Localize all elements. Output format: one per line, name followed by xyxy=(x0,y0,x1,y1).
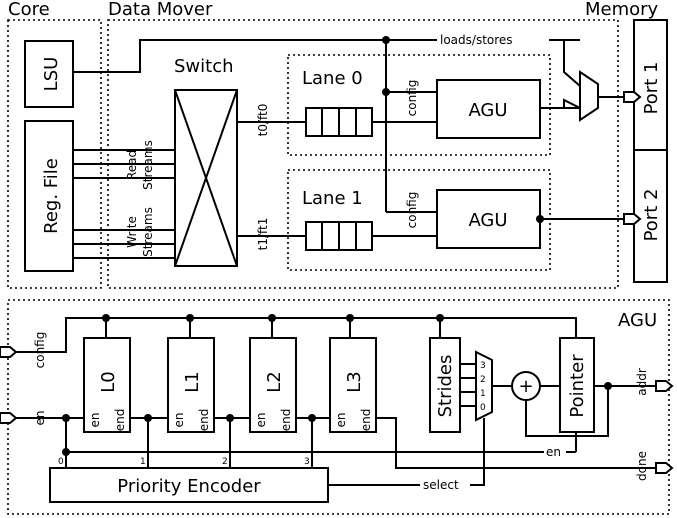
lane1-agu-label: AGU xyxy=(468,210,507,231)
agu-detail-title: AGU xyxy=(618,310,657,331)
reg-file-block xyxy=(24,120,74,272)
loop-block-l1 xyxy=(167,337,215,433)
lane0-title: Lane 0 xyxy=(302,68,363,89)
data-mover-region xyxy=(107,19,619,289)
svg-text:end: end xyxy=(359,409,373,432)
core-title: Core xyxy=(8,0,50,20)
loop-label-l1: L1 xyxy=(182,371,203,392)
port2-arrow xyxy=(623,213,642,225)
lane0-region xyxy=(287,54,551,156)
loop-block-l2 xyxy=(249,337,297,433)
lane1-agu xyxy=(436,189,541,249)
port1-label: Port 1 xyxy=(641,62,662,115)
lane0-config-label: config xyxy=(405,80,419,117)
memory-title: Memory xyxy=(585,0,659,20)
svg-text:1: 1 xyxy=(480,389,486,399)
t1-label: t1/ft1 xyxy=(256,218,270,251)
pointer-en-label: en xyxy=(546,445,561,459)
data-mover-title: Data Mover xyxy=(108,0,213,20)
done-label: done xyxy=(635,451,649,481)
read-streams-label-1: Read xyxy=(125,150,139,180)
write-streams-label-2: Streams xyxy=(141,207,155,257)
lane1-config-label: config xyxy=(405,192,419,229)
svg-text:en: en xyxy=(334,413,348,428)
svg-text:end: end xyxy=(197,409,211,432)
write-streams-label-1: Write xyxy=(125,216,139,248)
adder-label: + xyxy=(518,376,533,397)
select-label: select xyxy=(423,478,459,492)
loop-label-l3: L3 xyxy=(344,371,365,392)
t0-label: t0/ft0 xyxy=(256,104,270,137)
loop-block-l0 xyxy=(83,337,131,433)
svg-text:en: en xyxy=(254,413,268,428)
config-input-port xyxy=(0,346,18,358)
lsu-label: LSU xyxy=(41,57,62,92)
svg-text:1: 1 xyxy=(140,457,146,467)
port1-arrow xyxy=(623,91,642,103)
lsu-block xyxy=(24,40,74,108)
strides-block xyxy=(429,337,461,433)
loop-label-l2: L2 xyxy=(264,371,285,392)
priority-encoder-block xyxy=(49,467,329,503)
pointer-label: Pointer xyxy=(567,354,588,418)
svg-text:3: 3 xyxy=(480,361,486,371)
agu-detail-region xyxy=(7,299,670,515)
svg-text:end: end xyxy=(113,409,127,432)
svg-text:en: en xyxy=(88,413,102,428)
svg-text:2: 2 xyxy=(222,457,228,467)
port2-label: Port 2 xyxy=(641,189,662,242)
svg-text:0: 0 xyxy=(480,403,486,413)
loop-label-l0: L0 xyxy=(98,371,119,392)
loop-block-l3 xyxy=(329,337,377,433)
priority-encoder-label: Priority Encoder xyxy=(117,476,261,497)
strides-mux xyxy=(475,350,493,422)
lane0-agu xyxy=(436,79,541,139)
addr-label: addr xyxy=(635,368,649,396)
done-output-port xyxy=(655,462,674,474)
read-streams-label-2: Streams xyxy=(141,140,155,190)
reg-file-label: Reg. File xyxy=(41,158,62,234)
port-mux xyxy=(579,70,599,122)
lane1-title: Lane 1 xyxy=(302,188,363,209)
switch-title: Switch xyxy=(174,56,234,77)
svg-text:0: 0 xyxy=(58,457,64,467)
addr-output-port xyxy=(655,380,674,392)
svg-text:2: 2 xyxy=(480,375,486,385)
loads-stores-text: loads/stores xyxy=(440,33,513,47)
svg-text:end: end xyxy=(279,409,293,432)
config-input-label: config xyxy=(33,332,47,369)
en-input-port xyxy=(0,412,18,424)
svg-text:3: 3 xyxy=(304,457,310,467)
lane0-agu-label: AGU xyxy=(468,100,507,121)
core-region xyxy=(7,19,102,289)
svg-text:en: en xyxy=(172,413,186,428)
strides-label: Strides xyxy=(435,355,456,418)
